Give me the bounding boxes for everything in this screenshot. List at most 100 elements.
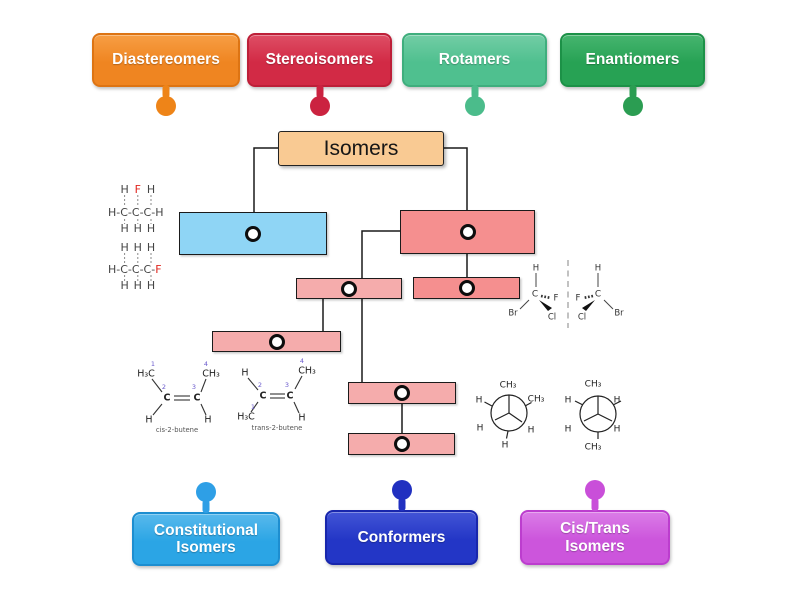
anchor-pin-dot bbox=[585, 480, 605, 500]
svg-text:1: 1 bbox=[151, 360, 155, 368]
draggable-label: Stereoisomers bbox=[265, 51, 374, 69]
svg-text:F: F bbox=[576, 294, 581, 304]
svg-text:H: H bbox=[565, 425, 572, 435]
draggable-label: Diastereomers bbox=[112, 51, 220, 69]
svg-text:C: C bbox=[532, 290, 538, 300]
anchor-pin-dot bbox=[196, 482, 216, 502]
draggable-box[interactable]: Conformers bbox=[325, 510, 478, 565]
svg-text:H: H bbox=[595, 264, 601, 274]
butene-structures: H₃C CH₃ C C H H H CH₃ C C H₃C H 1 2 3 4 … bbox=[137, 357, 316, 434]
svg-text:H: H bbox=[120, 222, 128, 235]
svg-text:CH₃: CH₃ bbox=[202, 369, 220, 380]
enantiomer-structures: H C Br F Cl H C F Cl Br bbox=[508, 260, 624, 328]
svg-text:C: C bbox=[164, 393, 171, 404]
drop-target-dot[interactable] bbox=[341, 280, 357, 297]
draggable-enantiomers[interactable]: Enantiomers bbox=[560, 33, 705, 116]
drop-target-dot[interactable] bbox=[394, 385, 410, 401]
svg-text:H: H bbox=[120, 241, 128, 254]
svg-text:H: H bbox=[134, 279, 142, 292]
svg-text:H: H bbox=[614, 396, 621, 406]
answer-slot-4[interactable] bbox=[413, 277, 520, 299]
draggable-cis-trans-isomers[interactable]: Cis/Trans Isomers bbox=[520, 480, 670, 565]
anchor-pin-stem bbox=[202, 500, 210, 513]
drop-target-dot[interactable] bbox=[393, 436, 410, 452]
anchor-pin-dot bbox=[391, 480, 412, 500]
svg-text:C: C bbox=[287, 391, 294, 402]
draggable-box[interactable]: Enantiomers bbox=[560, 33, 705, 87]
svg-text:H: H bbox=[528, 426, 535, 436]
draggable-label: Rotamers bbox=[438, 51, 511, 69]
svg-text:H: H bbox=[241, 368, 248, 379]
anchor-pin-stem bbox=[629, 85, 636, 98]
svg-text:H: H bbox=[477, 424, 484, 434]
draggable-box[interactable]: Cis/Trans Isomers bbox=[520, 510, 670, 565]
svg-text:H: H bbox=[533, 264, 539, 274]
svg-text:cis-2-butene: cis-2-butene bbox=[156, 426, 198, 434]
svg-text:CH₃: CH₃ bbox=[500, 381, 517, 391]
svg-text:H: H bbox=[147, 183, 155, 196]
svg-text:H: H bbox=[134, 222, 142, 235]
svg-text:4: 4 bbox=[300, 357, 304, 365]
draggable-box[interactable]: Diastereomers bbox=[92, 33, 240, 87]
svg-text:CH₃: CH₃ bbox=[298, 366, 316, 377]
answer-slot-5[interactable] bbox=[212, 331, 341, 352]
anchor-pin-stem bbox=[162, 85, 170, 98]
svg-text:Cl: Cl bbox=[578, 313, 586, 323]
drop-target-dot[interactable] bbox=[245, 225, 261, 242]
draggable-box[interactable]: Rotamers bbox=[402, 33, 547, 87]
svg-text:2: 2 bbox=[162, 383, 166, 391]
svg-text:H: H bbox=[298, 413, 305, 424]
answer-slot-3[interactable] bbox=[296, 278, 402, 299]
fluoropropane-structures: H F H H-C-C-C-H H H H H H H H-C-C-C-F H … bbox=[108, 183, 163, 292]
draggable-constitutional-isomers[interactable]: Constitutional Isomers bbox=[132, 482, 280, 566]
draggable-label: Constitutional Isomers bbox=[153, 521, 259, 556]
svg-text:H-C-C-C-H: H-C-C-C-H bbox=[108, 206, 163, 219]
newman-projections: CH₃ H CH₃ H H H CH₃ H H H H CH₃ bbox=[476, 380, 622, 453]
svg-text:H: H bbox=[147, 279, 155, 292]
svg-text:H: H bbox=[476, 396, 483, 406]
svg-text:3: 3 bbox=[285, 381, 289, 389]
svg-text:Br: Br bbox=[614, 309, 624, 319]
answer-slot-2[interactable] bbox=[400, 210, 535, 254]
drop-target-dot[interactable] bbox=[458, 280, 475, 296]
isomers-root-label: Isomers bbox=[323, 136, 399, 160]
draggable-box[interactable]: Constitutional Isomers bbox=[132, 512, 280, 566]
svg-text:trans-2-butene: trans-2-butene bbox=[252, 424, 303, 432]
anchor-pin-dot bbox=[464, 96, 485, 116]
draggable-diastereomers[interactable]: Diastereomers bbox=[92, 33, 240, 116]
svg-text:F: F bbox=[135, 183, 141, 196]
anchor-pin-dot bbox=[156, 96, 176, 116]
draggable-box[interactable]: Stereoisomers bbox=[247, 33, 392, 87]
svg-text:C: C bbox=[260, 391, 267, 402]
svg-text:H₃C: H₃C bbox=[137, 369, 155, 380]
drop-target-dot[interactable] bbox=[459, 224, 476, 240]
answer-slot-6[interactable] bbox=[348, 382, 456, 404]
draggable-label: Conformers bbox=[357, 528, 446, 546]
svg-text:H: H bbox=[134, 241, 142, 254]
svg-text:CH₃: CH₃ bbox=[585, 380, 602, 390]
svg-text:H: H bbox=[565, 396, 572, 406]
svg-text:3: 3 bbox=[192, 383, 196, 391]
svg-text:H: H bbox=[120, 183, 128, 196]
svg-text:Br: Br bbox=[508, 309, 518, 319]
isomers-root-box: Isomers bbox=[278, 131, 444, 166]
svg-text:4: 4 bbox=[204, 360, 208, 368]
draggable-rotamers[interactable]: Rotamers bbox=[402, 33, 547, 116]
svg-text:H: H bbox=[204, 415, 211, 426]
anchor-pin-stem bbox=[398, 498, 405, 511]
drop-target-dot[interactable] bbox=[268, 333, 285, 350]
svg-text:2: 2 bbox=[258, 381, 262, 389]
anchor-pin-dot bbox=[309, 96, 330, 116]
svg-text:H: H bbox=[120, 279, 128, 292]
svg-text:H₃C: H₃C bbox=[237, 412, 255, 423]
answer-slot-1[interactable] bbox=[179, 212, 327, 255]
svg-text:H: H bbox=[614, 425, 621, 435]
anchor-pin-stem bbox=[316, 85, 323, 98]
svg-text:CH₃: CH₃ bbox=[585, 443, 602, 453]
svg-text:H: H bbox=[147, 241, 155, 254]
draggable-stereoisomers[interactable]: Stereoisomers bbox=[247, 33, 392, 116]
answer-slot-7[interactable] bbox=[348, 433, 455, 455]
draggable-conformers[interactable]: Conformers bbox=[325, 480, 478, 565]
